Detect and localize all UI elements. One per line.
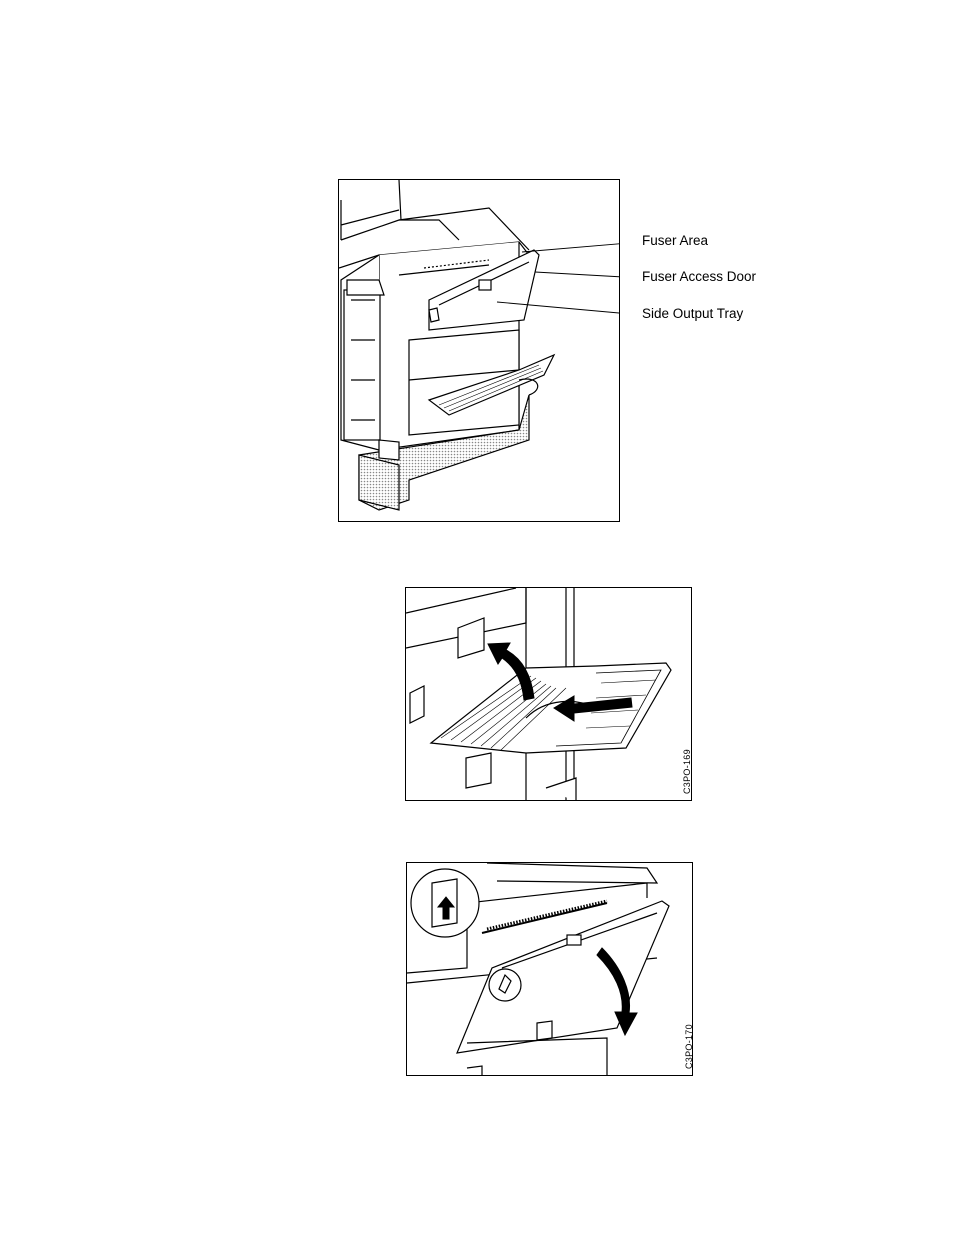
- figure-id-label: C3PO-169: [682, 749, 692, 794]
- fuser-door-illustration: [407, 863, 693, 1076]
- callout-fuser-area: Fuser Area: [642, 233, 708, 248]
- callout-side-output-tray: Side Output Tray: [642, 306, 743, 321]
- figure-printer-fuser-area: c3po0575: [338, 179, 620, 522]
- figure-open-fuser-door: C3PO-170: [406, 862, 693, 1076]
- callout-fuser-access-door: Fuser Access Door: [642, 269, 756, 284]
- tray-fold-illustration: [406, 588, 692, 801]
- figure-id-label: C3PO-170: [684, 1024, 693, 1069]
- printer-illustration: [339, 180, 620, 522]
- figure-fold-side-tray: C3PO-169: [405, 587, 692, 801]
